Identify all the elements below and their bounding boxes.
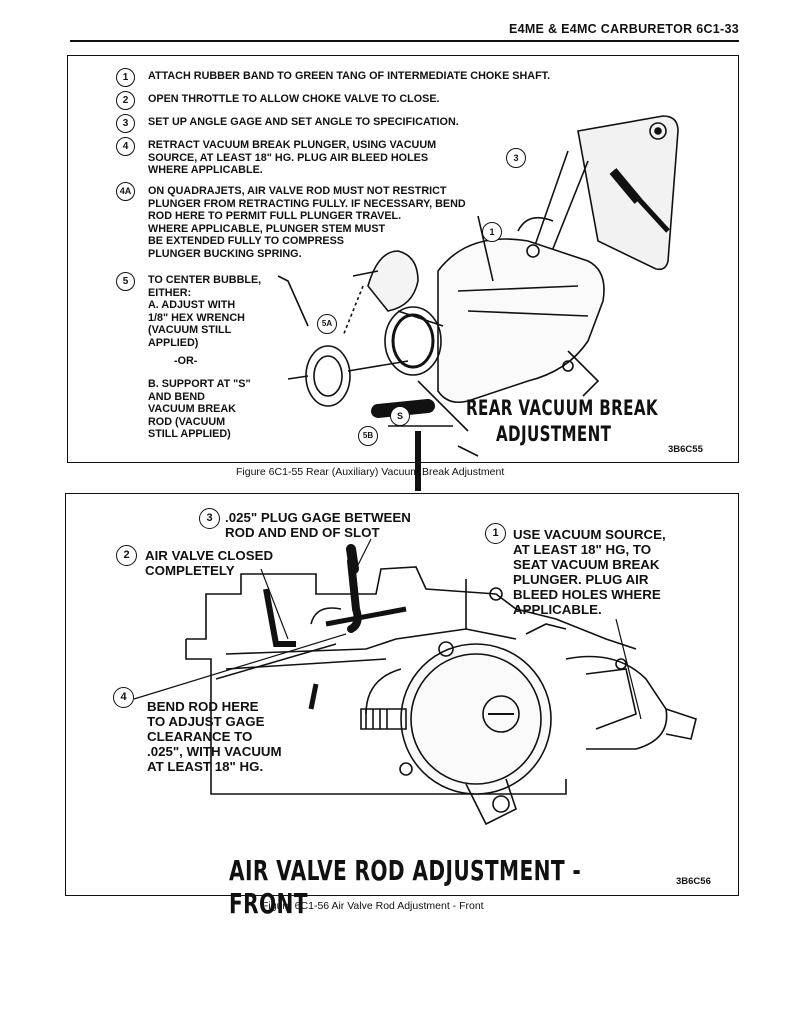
step-number: 4A xyxy=(116,182,135,201)
or-text: -OR- xyxy=(174,355,198,367)
step-text: SET UP ANGLE GAGE AND SET ANGLE TO SPECI… xyxy=(148,116,459,128)
leader-lines xyxy=(133,538,642,720)
step-number: 1 xyxy=(116,68,135,87)
header-rule xyxy=(70,40,739,42)
label-bend-rod: BEND ROD HERE TO ADJUST GAGE CLEARANCE T… xyxy=(147,699,282,774)
callout-5b: 5B xyxy=(358,426,378,446)
figure-code: 3B6C56 xyxy=(676,876,711,887)
figure-caption: Figure 6C1-55 Rear (Auxiliary) Vacuum Br… xyxy=(236,466,505,478)
step-text: ATTACH RUBBER BAND TO GREEN TANG OF INTE… xyxy=(148,70,551,82)
figure-title: AIR VALVE ROD ADJUSTMENT - FRONT xyxy=(229,854,582,920)
air-valve-illustration xyxy=(185,544,697,826)
label-number: 1 xyxy=(485,523,506,544)
step-number: 3 xyxy=(116,114,135,133)
step-text: TO CENTER BUBBLE, EITHER: A. ADJUST WITH… xyxy=(148,274,262,349)
figure-rear-vacuum-break: 1 ATTACH RUBBER BAND TO GREEN TANG OF IN… xyxy=(67,55,739,491)
figure-title-line1: REAR VACUUM BREAK xyxy=(466,396,658,420)
label-number: 3 xyxy=(199,508,220,529)
figure-air-valve-rod: 3 .025" PLUG GAGE BETWEEN ROD AND END OF… xyxy=(65,493,739,920)
callout-1: 1 xyxy=(482,222,502,242)
step-text: RETRACT VACUUM BREAK PLUNGER, USING VACU… xyxy=(148,139,437,177)
callout-s: S xyxy=(390,406,410,426)
step-text: OPEN THROTTLE TO ALLOW CHOKE VALVE TO CL… xyxy=(148,93,440,105)
callout-3: 3 xyxy=(506,148,526,168)
step-b-text: B. SUPPORT AT "S" AND BEND VACUUM BREAK … xyxy=(148,378,251,441)
step-text: ON QUADRAJETS, AIR VALVE ROD MUST NOT RE… xyxy=(148,185,466,260)
step-number: 2 xyxy=(116,91,135,110)
label-number: 2 xyxy=(116,545,137,566)
figure-code: 3B6C55 xyxy=(668,444,703,455)
label-air-valve-closed: AIR VALVE CLOSED COMPLETELY xyxy=(145,548,274,578)
page-header: E4ME & E4MC CARBURETOR 6C1-33 xyxy=(508,22,739,36)
figure-caption: Figure 6C1-56 Air Valve Rod Adjustment -… xyxy=(262,900,484,912)
callout-5a: 5A xyxy=(317,314,337,334)
step-number: 5 xyxy=(116,272,135,291)
label-number: 4 xyxy=(113,687,134,708)
label-vacuum-source: USE VACUUM SOURCE, AT LEAST 18" HG, TO S… xyxy=(513,527,666,617)
step-number: 4 xyxy=(116,137,135,156)
figure-title-line2: ADJUSTMENT xyxy=(496,422,612,446)
label-plug-gage: .025" PLUG GAGE BETWEEN ROD AND END OF S… xyxy=(225,510,411,540)
